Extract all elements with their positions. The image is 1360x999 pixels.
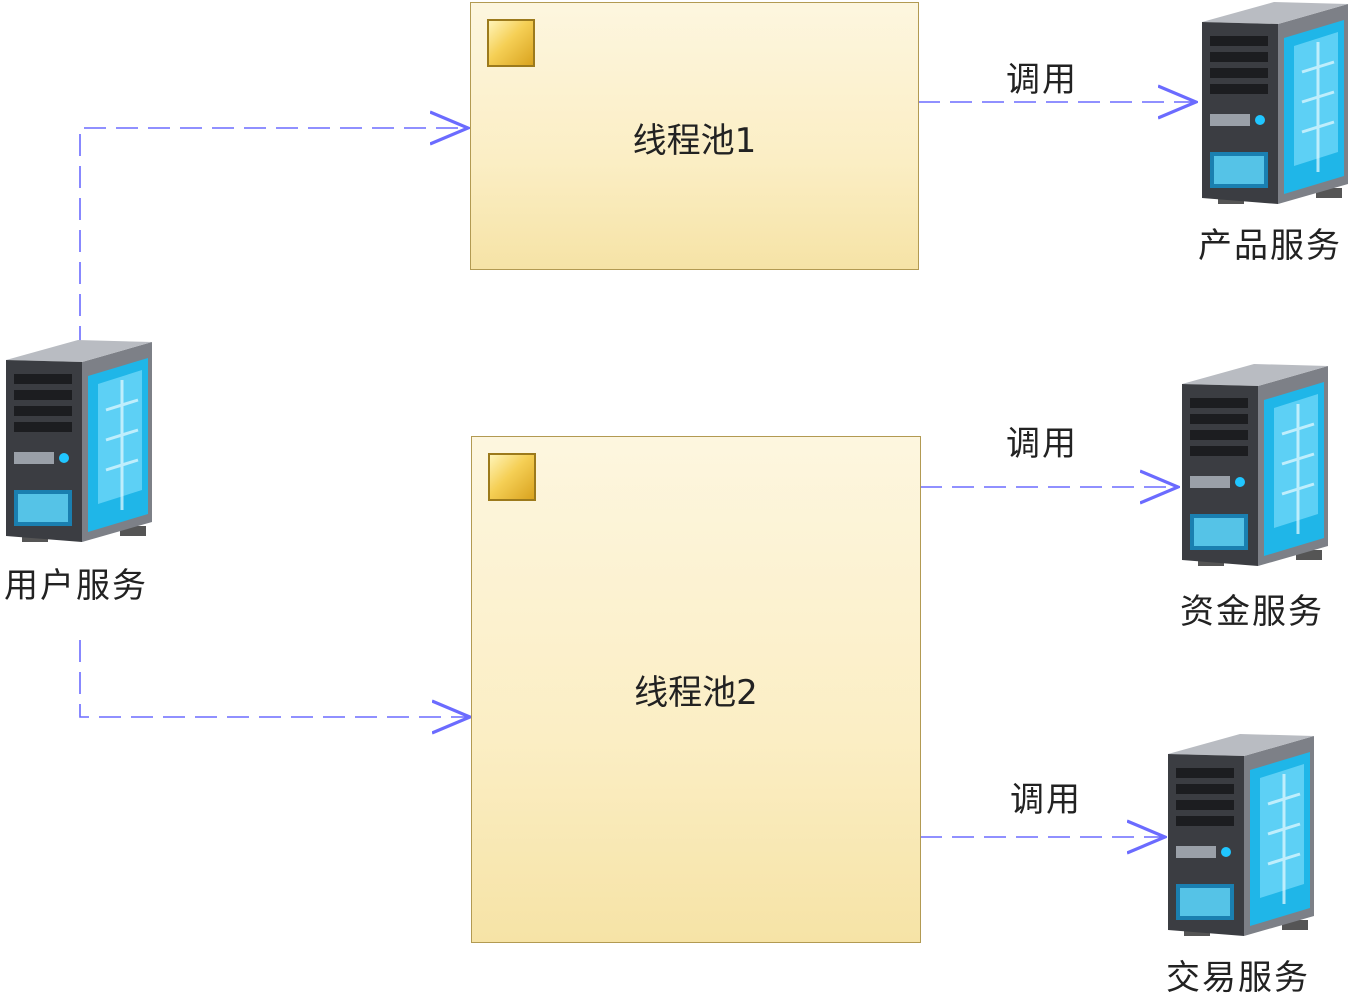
trade-service-server-icon[interactable]: [1164, 734, 1324, 944]
user-service-server-icon[interactable]: [2, 340, 162, 550]
edge-user-to-pool1: [79, 128, 468, 348]
yellow-square-icon: [488, 453, 536, 501]
thread-pool-2[interactable]: 线程池2: [471, 436, 921, 943]
user-service-label: 用户服务: [4, 566, 148, 606]
edge-label-call-trade: 调用: [1010, 780, 1082, 820]
thread-pool-2-label: 线程池2: [634, 673, 758, 713]
trade-service-label: 交易服务: [1166, 958, 1310, 998]
funds-service-server-icon[interactable]: [1178, 364, 1338, 574]
edge-user-to-pool2: [79, 640, 470, 717]
thread-pool-1-label: 线程池1: [632, 121, 757, 161]
product-service-label: 产品服务: [1198, 226, 1342, 266]
funds-service-label: 资金服务: [1180, 592, 1324, 632]
thread-pool-1[interactable]: 线程池1: [470, 2, 919, 270]
edge-label-call-funds: 调用: [1006, 424, 1078, 464]
product-service-server-icon[interactable]: [1198, 2, 1358, 212]
edge-label-call-product: 调用: [1006, 60, 1078, 100]
yellow-square-icon: [487, 19, 535, 67]
